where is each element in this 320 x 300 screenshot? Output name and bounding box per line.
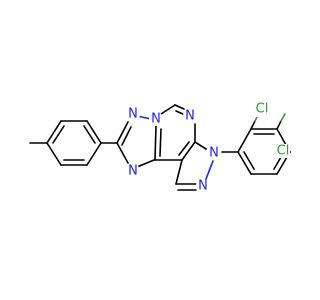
atom-n-pyrazole-label: N — [198, 179, 208, 194]
atom-n-pyrazole: N — [196, 179, 210, 194]
atom-n-pyrazole-aryl-label: N — [209, 146, 219, 161]
bonds — [29, 104, 291, 191]
bond-n-bridge-c9-double — [159, 128, 162, 157]
bond-n-bridge-c9 — [154, 125, 157, 161]
bond-tolyl-inner-1 — [52, 125, 65, 144]
atom-cl-meta: Cl — [255, 102, 269, 117]
bond-c5-n6-double — [175, 110, 184, 115]
bond-c2-n-top-double — [121, 126, 132, 146]
bond-cl-meta — [250, 120, 256, 130]
bond-n-bridge-c5 — [160, 104, 176, 115]
bond-tolyl-3 — [86, 120, 102, 144]
bond-n-aryl-n — [205, 160, 214, 180]
atom-n-triazole-bridge: N — [149, 112, 163, 127]
bond-c2-n-top — [116, 121, 129, 144]
bond-c7-n-pyr — [194, 141, 207, 150]
bond-n-bottom-c9 — [136, 159, 155, 168]
atom-n-pyrimidine: N — [183, 109, 197, 124]
atom-cl-para: Cl — [276, 144, 290, 159]
atom-n-pyrimidine-label: N — [185, 109, 195, 124]
atom-cl-para-label: Cl — [277, 144, 290, 159]
bond-c7-c8 — [181, 141, 196, 161]
molecule-structure-diagram: N N N N N N Cl Cl — [29, 101, 291, 194]
bond-tolyl-6 — [46, 142, 62, 166]
bond-cl-para — [276, 120, 282, 130]
atom-n-pyrazole-aryl: N — [207, 146, 221, 161]
bond-c7-c8-inner — [178, 141, 190, 156]
bond-c5-n6 — [174, 104, 185, 110]
bond-dcp-inner-3 — [243, 151, 255, 170]
atom-n-triazole-bridge-label: N — [151, 112, 161, 127]
atom-labels: N N N N N N Cl Cl — [126, 102, 290, 194]
bond-cl-para-colored — [280, 113, 286, 122]
bond-c-h-c8 — [175, 159, 183, 185]
atom-n-triazole-bottom-label: N — [128, 164, 138, 179]
bond-tolyl-1 — [46, 120, 62, 144]
bond-dcp-1 — [237, 128, 252, 153]
atom-cl-meta-label: Cl — [256, 102, 269, 117]
bond-tolyl-inner-2 — [83, 125, 96, 144]
bond-tolyl-4 — [86, 142, 102, 166]
bond-c2-n-bottom — [116, 142, 129, 164]
atom-n-triazole-top-label: N — [128, 107, 138, 122]
bond-dcp-6 — [237, 151, 252, 175]
atom-n-triazole-bottom: N — [126, 164, 140, 179]
atom-n-triazole-top: N — [126, 107, 140, 122]
